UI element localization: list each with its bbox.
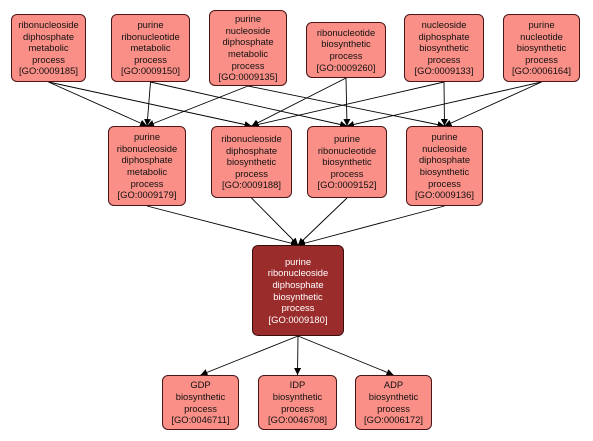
edge-n0009180-to-n0046708 — [294, 335, 302, 376]
go-term-node-n0006164[interactable]: purine nucleotide biosynthetic process [… — [503, 14, 580, 82]
go-term-label: GDP biosynthetic process [GO:0046711] — [171, 379, 230, 426]
go-term-label: purine nucleoside diphosphate metabolic … — [218, 13, 278, 83]
edge-n0009185-to-n0009179 — [48, 81, 148, 127]
edge-n0009152-to-n0009180 — [297, 197, 348, 246]
go-term-node-n0046708[interactable]: IDP biosynthetic process [GO:0046708] — [258, 375, 337, 430]
go-term-node-n0009188[interactable]: ribonucleoside diphosphate biosynthetic … — [211, 126, 292, 198]
edge-n0009185-to-n0009188 — [48, 81, 252, 128]
go-term-label: purine ribonucleoside diphosphate metabo… — [116, 131, 178, 201]
go-term-label: ribonucleoside diphosphate metabolic pro… — [18, 19, 79, 77]
go-term-node-n0009150[interactable]: purine ribonucleotide metabolic process … — [111, 14, 190, 82]
go-term-label: purine ribonucleotide biosynthetic proce… — [317, 133, 377, 191]
edge-n0009150-to-n0009152 — [150, 81, 348, 128]
go-term-node-n0009135[interactable]: purine nucleoside diphosphate metabolic … — [209, 10, 287, 86]
go-term-label: IDP biosynthetic process [GO:0046708] — [268, 379, 327, 426]
go-term-label: purine ribonucleotide metabolic process … — [121, 19, 180, 77]
go-term-node-n0006172[interactable]: ADP biosynthetic process [GO:0006172] — [355, 375, 432, 430]
go-term-label: ribonucleoside diphosphate biosynthetic … — [221, 133, 282, 191]
go-term-node-n0009180[interactable]: purine ribonucleoside diphosphate biosyn… — [252, 245, 344, 336]
edge-n0006164-to-n0009152 — [346, 81, 542, 128]
go-term-node-n0009152[interactable]: purine ribonucleotide biosynthetic proce… — [307, 126, 387, 198]
go-term-node-n0009133[interactable]: nucleoside diphosphate biosynthetic proc… — [404, 14, 484, 82]
edge-n0009260-to-n0009188 — [251, 77, 347, 127]
edge-n0009133-to-n0009188 — [251, 81, 445, 128]
go-term-label: nucleoside diphosphate biosynthetic proc… — [414, 19, 474, 77]
edge-n0009179-to-n0009180 — [146, 205, 299, 247]
go-term-node-n0009136[interactable]: purine nucleoside diphosphate biosynthet… — [406, 126, 483, 206]
edge-n0009260-to-n0009152 — [343, 77, 351, 127]
edge-n0009180-to-n0046711 — [200, 335, 299, 376]
edge-n0006164-to-n0009136 — [444, 81, 542, 127]
go-term-node-n0009260[interactable]: ribonucleotide biosynthetic process [GO:… — [306, 22, 386, 78]
edge-n0009180-to-n0006172 — [297, 335, 394, 376]
go-term-node-n0046711[interactable]: GDP biosynthetic process [GO:0046711] — [162, 375, 239, 430]
edge-n0009135-to-n0009179 — [146, 85, 249, 127]
go-term-label: ribonucleotide biosynthetic process [GO:… — [316, 26, 376, 73]
edge-n0009188-to-n0009180 — [251, 197, 299, 246]
edge-n0009150-to-n0009179 — [144, 81, 152, 127]
go-term-label: purine nucleoside diphosphate biosynthet… — [415, 131, 474, 201]
edge-n0009136-to-n0009180 — [297, 205, 445, 247]
go-term-node-n0009185[interactable]: ribonucleoside diphosphate metabolic pro… — [11, 14, 86, 82]
go-term-label: ADP biosynthetic process [GO:0006172] — [364, 379, 423, 426]
go-term-node-n0009179[interactable]: purine ribonucleoside diphosphate metabo… — [108, 126, 186, 206]
go-term-label: purine ribonucleoside diphosphate biosyn… — [267, 255, 329, 325]
go-term-label: purine nucleotide biosynthetic process [… — [512, 19, 571, 77]
